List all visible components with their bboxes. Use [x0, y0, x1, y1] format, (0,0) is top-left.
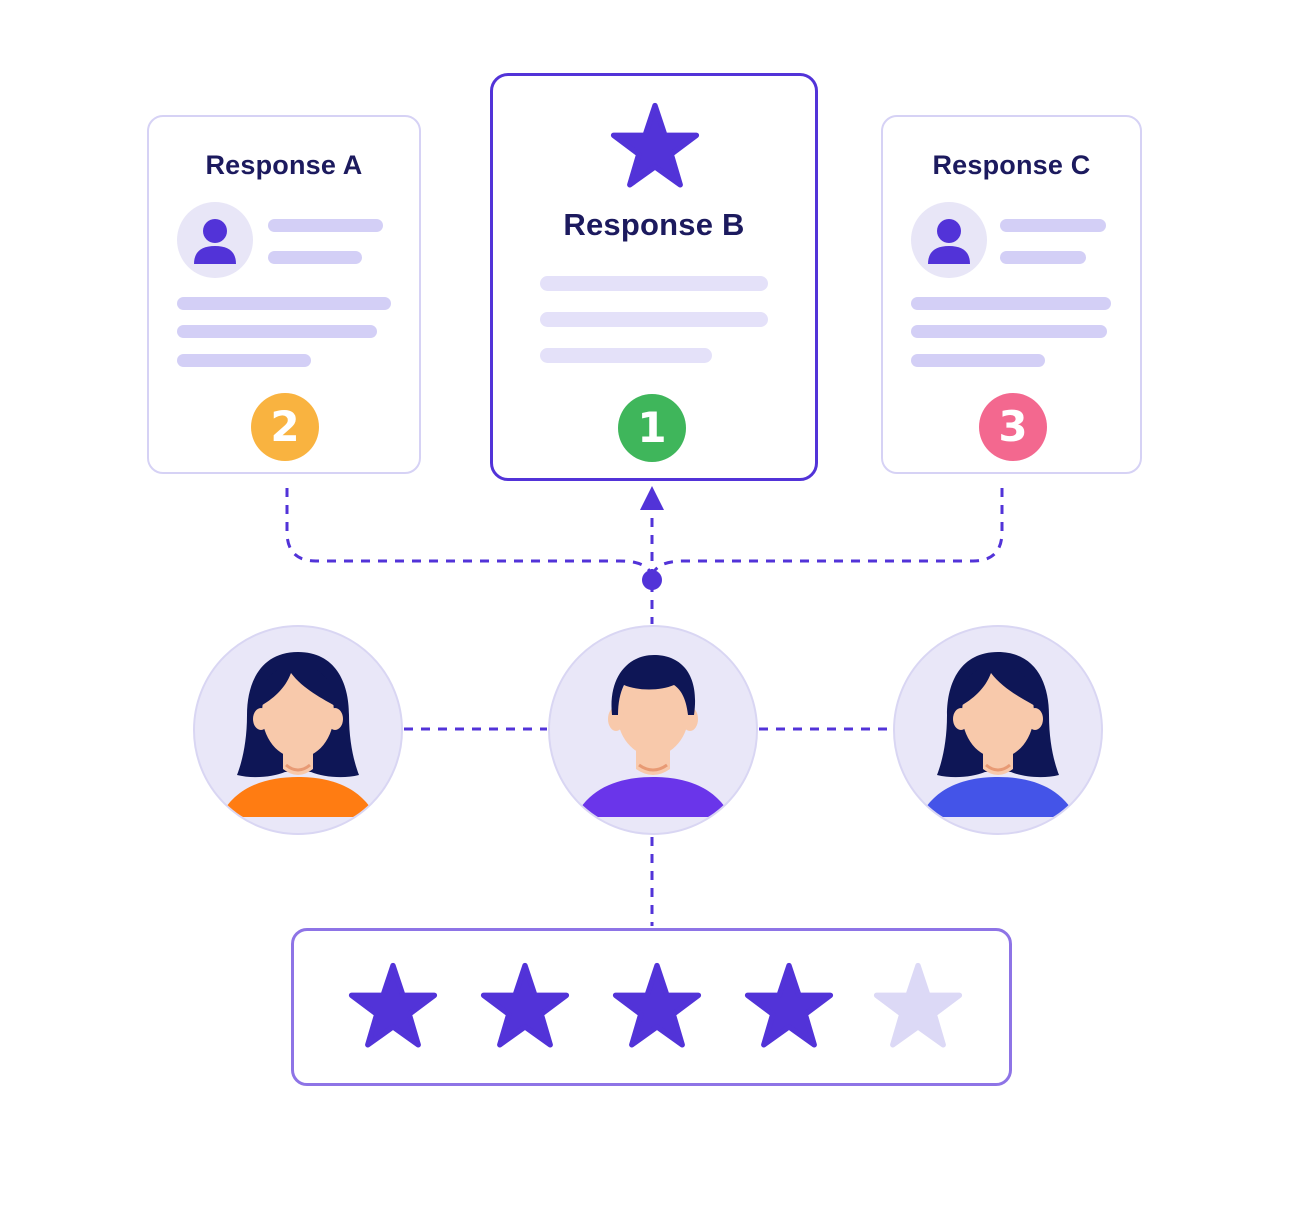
text-placeholder — [1000, 251, 1086, 264]
user-icon — [177, 202, 253, 278]
text-placeholder — [177, 354, 311, 367]
connector-response-c — [650, 488, 1004, 579]
junction-dot — [642, 570, 662, 590]
connector-response-a — [285, 488, 654, 579]
star-3-icon[interactable] — [612, 962, 702, 1052]
rank-badge: 2 — [251, 393, 319, 461]
response-title: Response B — [563, 207, 745, 242]
response-title: Response A — [205, 150, 363, 180]
star-5-icon[interactable] — [873, 962, 963, 1052]
text-placeholder — [177, 297, 391, 310]
star-icon — [610, 102, 700, 188]
star-rating[interactable] — [291, 928, 1012, 1086]
arrow-head — [640, 486, 664, 510]
star-2-icon[interactable] — [480, 962, 570, 1052]
response-card-a[interactable]: Response A 2 — [147, 115, 421, 474]
text-placeholder — [268, 219, 383, 232]
evaluator-avatar-center — [548, 625, 758, 835]
evaluator-avatar-left — [193, 625, 403, 835]
star-4-icon[interactable] — [744, 962, 834, 1052]
response-title: Response C — [932, 150, 1091, 180]
text-placeholder — [911, 325, 1107, 338]
text-placeholder — [540, 276, 768, 291]
text-placeholder — [911, 297, 1111, 310]
evaluator-avatar-right — [893, 625, 1103, 835]
text-placeholder — [268, 251, 362, 264]
text-placeholder — [911, 354, 1045, 367]
star-1-icon[interactable] — [348, 962, 438, 1052]
rank-badge: 3 — [979, 393, 1047, 461]
response-card-b[interactable]: Response B 1 — [490, 73, 818, 481]
text-placeholder — [1000, 219, 1106, 232]
text-placeholder — [540, 312, 768, 327]
response-card-c[interactable]: Response C 3 — [881, 115, 1142, 474]
rank-badge: 1 — [618, 394, 686, 462]
text-placeholder — [540, 348, 712, 363]
user-icon — [911, 202, 987, 278]
text-placeholder — [177, 325, 377, 338]
